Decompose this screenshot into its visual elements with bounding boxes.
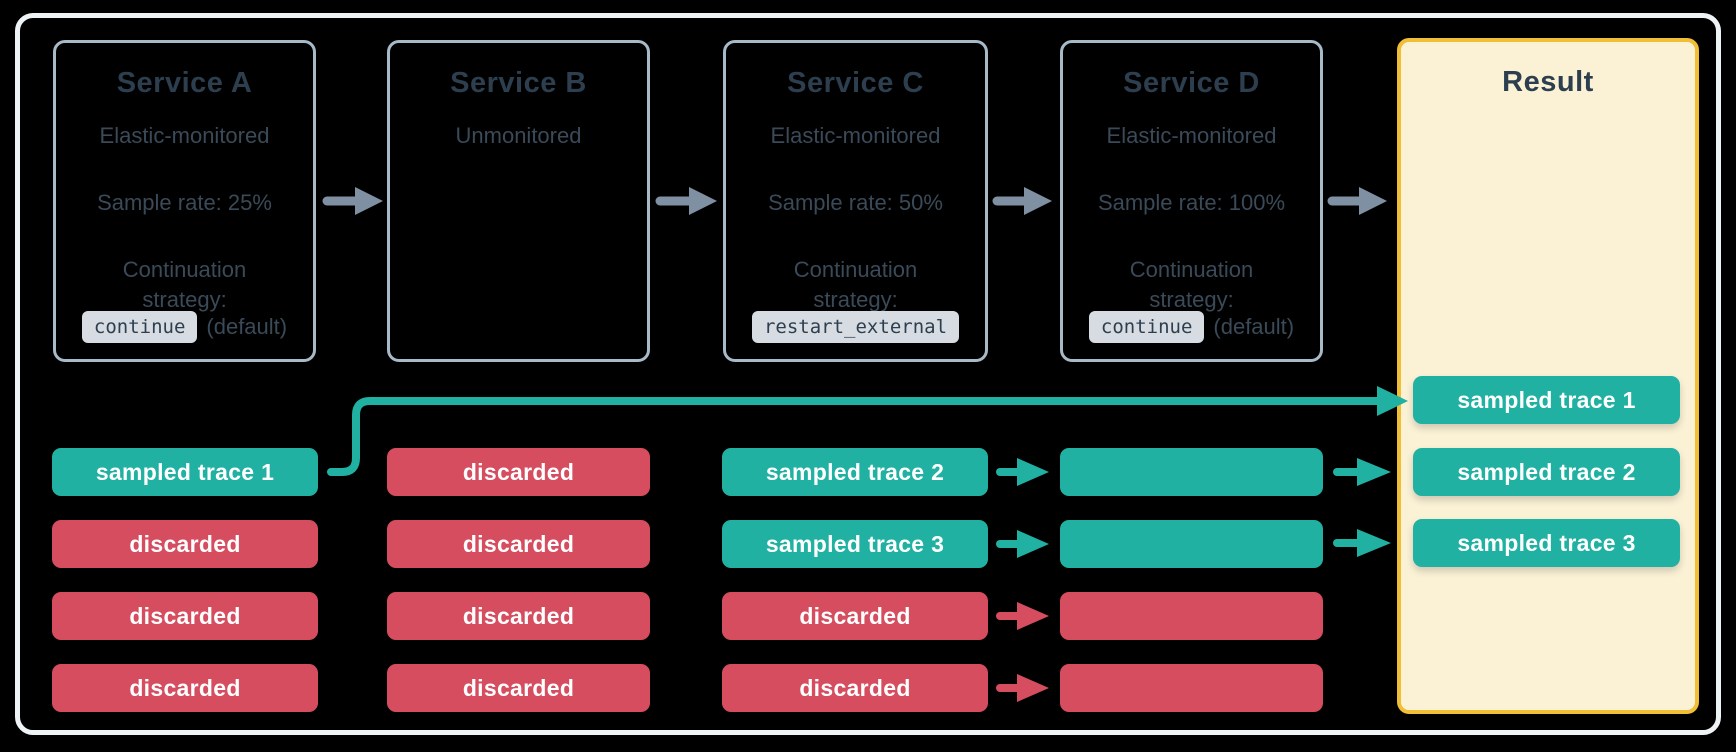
trace-badge: discarded (387, 520, 650, 568)
trace-badge: sampled trace 3 (722, 520, 988, 568)
service-c-sample-rate: Sample rate: 50% (768, 190, 943, 215)
trace-badge: discarded (52, 664, 318, 712)
trace-badge: discarded (722, 664, 988, 712)
service-a-strategy-value: continue (default) (56, 311, 313, 343)
service-a-strategy-note: (default) (206, 314, 288, 339)
trace-badge: discarded (387, 592, 650, 640)
trace-badge-unlabeled (1060, 664, 1323, 712)
service-d-title: Service D (1123, 67, 1260, 99)
trace-badge-unlabeled (1060, 592, 1323, 640)
service-a-title: Service A (116, 67, 253, 99)
service-b-title: Service B (450, 67, 587, 99)
result-trace-badge: sampled trace 2 (1413, 448, 1680, 496)
trace-badge: sampled trace 1 (52, 448, 318, 496)
service-c-title: Service C (787, 67, 924, 99)
service-c-strategy-code-chip: restart_external (751, 311, 960, 343)
service-d-strategy-label: Continuation strategy: (1129, 257, 1254, 312)
service-d-box: Service D Elastic-monitored Sample rate:… (1060, 40, 1323, 362)
service-a-sample-rate: Sample rate: 25% (97, 190, 272, 215)
service-a-monitoring: Elastic-monitored (99, 123, 270, 148)
service-d-monitoring: Elastic-monitored (1106, 123, 1277, 148)
service-c-strategy-value: restart_external (726, 311, 985, 343)
result-trace-badge: sampled trace 1 (1413, 376, 1680, 424)
service-b-box: Service B Unmonitored (387, 40, 650, 362)
diagram-outer-frame (15, 13, 1721, 735)
service-d-strategy-value: continue (default) (1063, 311, 1320, 343)
service-a-box: Service A Elastic-monitored Sample rate:… (53, 40, 316, 362)
trace-badge: discarded (722, 592, 988, 640)
result-trace-badge: sampled trace 3 (1413, 519, 1680, 567)
service-d-sample-rate: Sample rate: 100% (1097, 190, 1286, 215)
service-d-strategy-note: (default) (1213, 314, 1295, 339)
trace-badge-unlabeled (1060, 520, 1323, 568)
service-c-box: Service C Elastic-monitored Sample rate:… (723, 40, 988, 362)
trace-badge: discarded (52, 520, 318, 568)
trace-badge-unlabeled (1060, 448, 1323, 496)
trace-badge: discarded (52, 592, 318, 640)
service-a-strategy-label: Continuation strategy: (122, 257, 247, 312)
service-a-strategy-code-chip: continue (81, 311, 198, 343)
service-c-monitoring: Elastic-monitored (770, 123, 941, 148)
service-d-strategy-code-chip: continue (1088, 311, 1205, 343)
service-b-monitoring: Unmonitored (455, 123, 582, 148)
trace-badge: discarded (387, 664, 650, 712)
service-c-strategy-label: Continuation strategy: (793, 257, 918, 312)
result-title: Result (1502, 66, 1594, 98)
trace-badge: sampled trace 2 (722, 448, 988, 496)
trace-badge: discarded (387, 448, 650, 496)
